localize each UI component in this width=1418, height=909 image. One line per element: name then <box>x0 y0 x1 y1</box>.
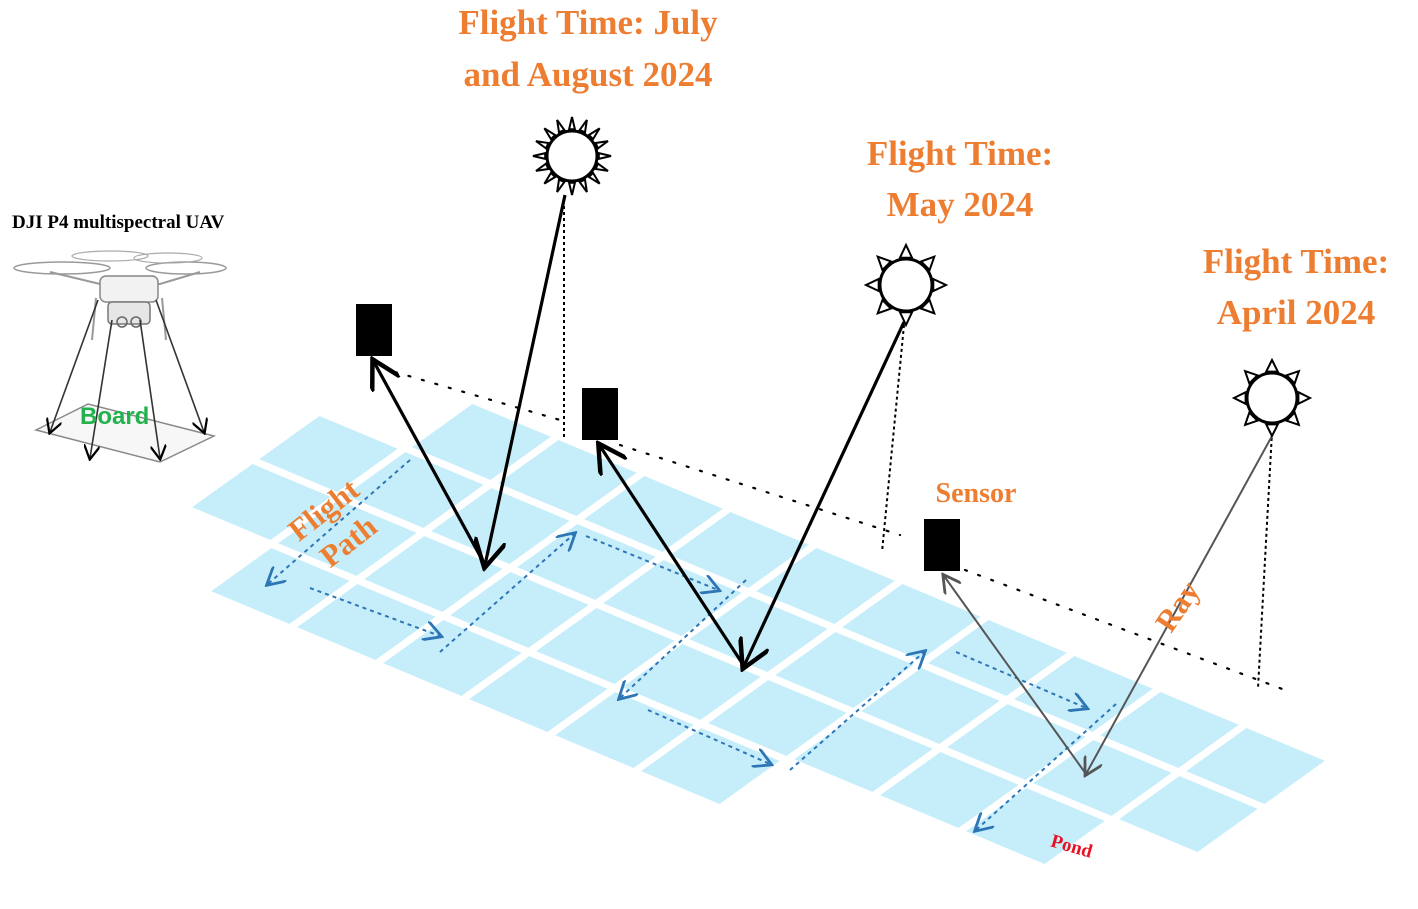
flight-time-1-line2: and August 2024 <box>464 55 713 94</box>
flight-time-3-line1: Flight Time: <box>1203 242 1389 281</box>
sun-drop-line-3 <box>1257 431 1273 689</box>
sun-drop-line-2 <box>881 324 905 553</box>
ray-group-2 <box>600 321 906 666</box>
sun-icon <box>863 242 949 328</box>
svg-text:Ray: Ray <box>1148 574 1207 638</box>
sensor-icon <box>924 519 960 571</box>
pond-cell <box>1171 720 1340 812</box>
flight-time-2-line1: Flight Time: <box>867 134 1053 173</box>
sensor-label: Sensor <box>936 478 1017 509</box>
sun-icon <box>1231 357 1313 439</box>
ray-label: Ray <box>1148 574 1207 638</box>
sensor-icon <box>356 304 392 356</box>
flight-time-2-line2: May 2024 <box>887 185 1034 224</box>
flight-path-arrows <box>268 459 1117 830</box>
board-label: Board <box>80 403 149 430</box>
flight-time-1-line1: Flight Time: July <box>458 3 718 42</box>
ray-group-3 <box>944 435 1273 774</box>
pond-grid <box>177 396 1340 872</box>
drone-icon <box>13 250 227 463</box>
sensor-guide-line-1 <box>393 370 562 422</box>
board-plate <box>33 403 217 463</box>
sensor-icon <box>582 388 618 440</box>
flight-time-3-line2: April 2024 <box>1217 293 1375 332</box>
drone-label: DJI P4 multispectral UAV <box>12 212 225 233</box>
ray-group-1 <box>374 194 567 565</box>
sensor-guide-line-3 <box>963 568 1287 692</box>
sun-icon <box>532 116 612 196</box>
